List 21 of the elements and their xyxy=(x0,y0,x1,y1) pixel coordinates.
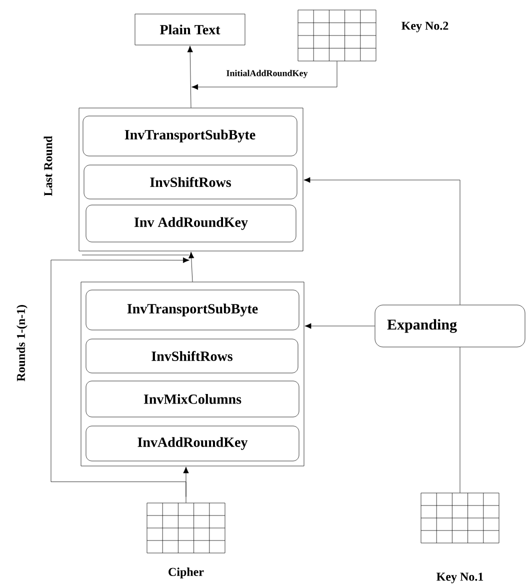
step-box: InvTransportSubByte xyxy=(86,290,300,330)
step-box: InvTransportSubByte xyxy=(82,116,298,156)
step-box: InvShiftRows xyxy=(84,164,298,200)
step-box: Inv AddRoundKey xyxy=(86,204,296,242)
stage-label: Last Round xyxy=(44,136,52,196)
process-box: Expanding xyxy=(374,304,526,348)
stage-label: Rounds 1-(n-1) xyxy=(16,305,28,382)
grid-label: Key No.1 xyxy=(436,572,484,584)
arrow xyxy=(188,252,194,282)
arrow xyxy=(50,257,190,503)
arrow xyxy=(192,61,338,90)
grid-label: Key No.2 xyxy=(402,22,448,32)
grid-label: Cipher xyxy=(168,568,204,578)
edge-label: InitialAddRoundKey xyxy=(225,68,309,80)
arrow xyxy=(187,46,193,108)
arrow xyxy=(304,177,460,305)
arrow xyxy=(304,323,375,329)
step-box: InvMixColumns xyxy=(86,380,300,418)
step-box: InvShiftRows xyxy=(86,338,298,374)
step-box: InvAddRoundKey xyxy=(86,426,300,462)
text-box: Plain Text xyxy=(134,14,246,46)
